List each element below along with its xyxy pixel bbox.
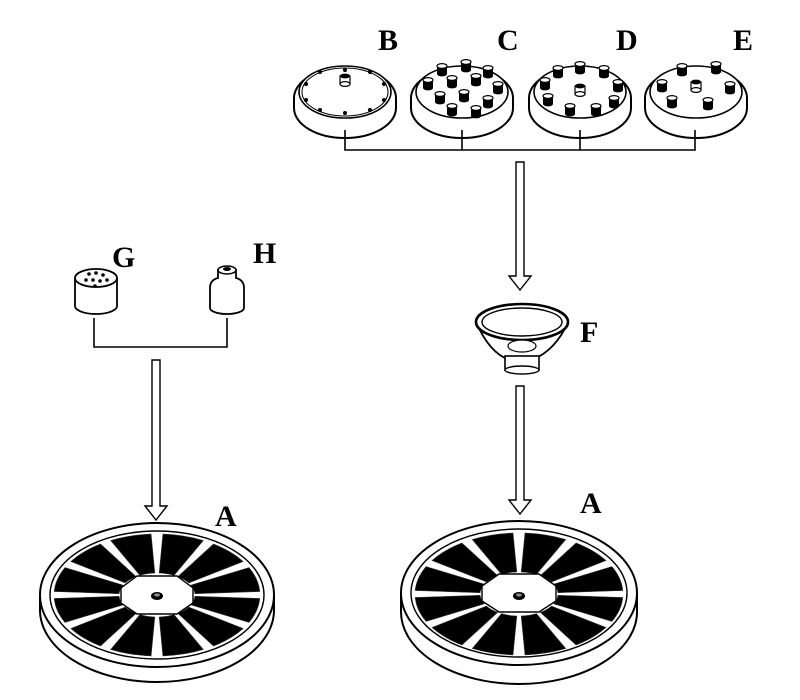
rotor-right-segment <box>471 532 518 575</box>
rotor-left-segment <box>177 606 244 647</box>
label-cap-h: H <box>253 237 276 270</box>
rotor-left-segments <box>53 533 261 657</box>
label-plate-c: C <box>497 24 519 57</box>
label-rotor-left: A <box>215 500 237 533</box>
plate-c <box>410 58 514 139</box>
rotor-right-segment <box>414 566 485 594</box>
rotor-left-segment <box>177 543 244 584</box>
rotor-left-segment <box>158 614 204 657</box>
cap-g <box>74 268 118 315</box>
plate-b <box>293 65 397 139</box>
rotor-left-segment <box>110 533 156 576</box>
rotor-right-segments <box>414 532 624 656</box>
rotor-left-segment <box>110 614 156 657</box>
rotor-right-segment <box>471 613 518 656</box>
label-plate-d: D <box>616 24 638 57</box>
rotor-right-segment <box>520 613 567 656</box>
rotor-left-segment <box>53 567 124 595</box>
funnel-f <box>474 302 570 375</box>
arrow-plates-to-funnel <box>507 161 533 292</box>
label-plate-e: E <box>733 24 753 57</box>
arrow-funnel-to-rotor <box>507 385 533 516</box>
rotor-left-segment <box>158 533 204 576</box>
rotor-right-segment <box>520 532 567 575</box>
label-funnel-f: F <box>580 316 598 349</box>
rotor-right-segment <box>539 605 607 646</box>
rotor-right-segment <box>431 542 499 583</box>
rotor-right <box>400 520 638 685</box>
label-rotor-right: A <box>580 487 602 520</box>
label-plate-b: B <box>378 24 398 57</box>
label-cap-g: G <box>112 241 135 274</box>
rotor-right-segment <box>431 605 499 646</box>
arrow-caps-to-rotor <box>143 359 169 522</box>
plate-e <box>644 60 748 139</box>
caps-bracket <box>93 318 228 348</box>
cap-h <box>209 265 245 315</box>
rotor-left <box>39 522 275 683</box>
plate-d <box>528 60 632 139</box>
rotor-left-segment <box>190 595 261 623</box>
rotor-left-segment <box>70 543 137 584</box>
rotor-left-segment <box>70 606 137 647</box>
rotor-right-segment <box>553 594 624 622</box>
plates-bracket <box>344 130 696 151</box>
